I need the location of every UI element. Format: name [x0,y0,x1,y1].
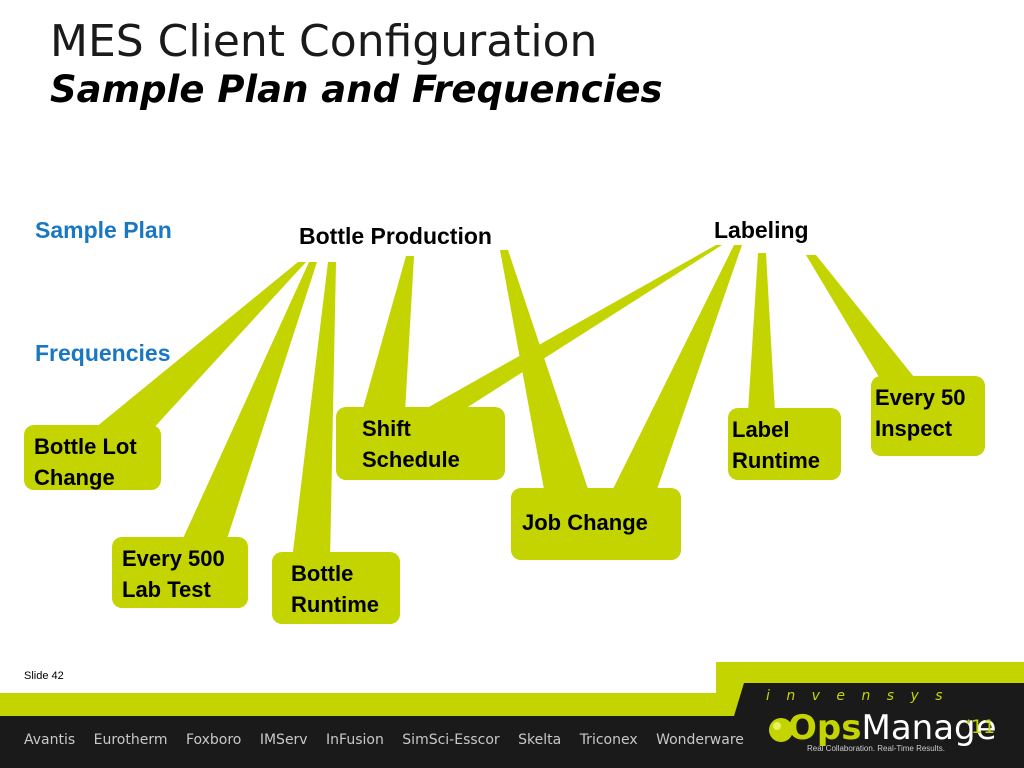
brand-avantis: Avantis [24,732,76,748]
group-labeling: Labeling [714,217,809,243]
frequencies-label: Frequencies [35,340,171,366]
slide-number: Slide 42 [24,670,64,682]
brand-skelta: Skelta [518,732,562,748]
page-subtitle: Sample Plan and Frequencies [50,68,663,111]
brand-list: Avantis Eurotherm Foxboro IMServ InFusio… [24,732,758,748]
sample-plan-label: Sample Plan [35,217,172,243]
connector-job-change-b [610,245,742,495]
connector-shift-schedule-labeling [420,245,722,412]
brand-triconex: Triconex [579,732,638,748]
brand-infusion: InFusion [326,732,384,748]
connector-every-500-lab-test [180,262,317,545]
freq-shift-schedule: Shift Schedule [336,407,505,480]
page-title: MES Client Configuration [50,16,598,67]
freq-job-change: Job Change [511,488,681,560]
brand-imserv: IMServ [259,732,308,748]
freq-every-500-lab-test: Every 500 Lab Test [112,537,248,608]
connector-bottle-lot-change [90,262,306,432]
connector-shift-schedule [362,256,414,412]
freq-label-runtime: Label Runtime [728,408,841,480]
brand-simsci-esscor: SimSci-Esscor [402,732,500,748]
opsmanage-tagline: Real Collaboration. Real-Time Results. [807,744,945,753]
brand-foxboro: Foxboro [185,732,242,748]
connector-job-change-a [500,250,590,495]
connector-bottle-runtime [292,262,336,560]
brand-wonderware: Wonderware [656,732,744,748]
invensys-logo: i n v e n s y s [766,688,949,704]
group-bottle-production: Bottle Production [299,223,492,249]
freq-every-50-inspect: Every 50 Inspect [871,376,985,456]
opsmanage-year: ‘11 [965,716,996,738]
freq-bottle-runtime: Bottle Runtime [272,552,400,624]
brand-eurotherm: Eurotherm [93,732,168,748]
opsmanage-logo: OpsManage [788,708,997,748]
connector-every-50-inspect [806,255,918,382]
freq-bottle-lot-change: Bottle Lot Change [24,425,161,490]
connector-label-runtime [748,253,775,412]
